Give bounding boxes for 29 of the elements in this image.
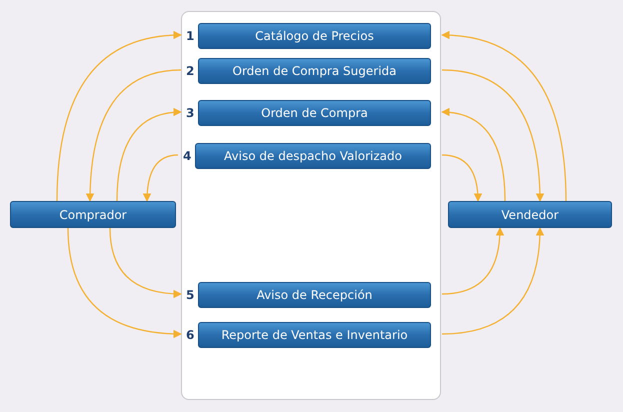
box-label: Vendedor bbox=[501, 208, 559, 222]
arrow bbox=[441, 31, 567, 202]
box-label: Comprador bbox=[59, 208, 127, 222]
box-label: Aviso de despacho Valorizado bbox=[224, 149, 402, 163]
step-number: 5 bbox=[186, 288, 194, 302]
box-label: Orden de Compra bbox=[261, 106, 368, 120]
arrow bbox=[442, 227, 544, 335]
box-label: Aviso de Recepción bbox=[256, 288, 372, 302]
arrow bbox=[116, 108, 182, 202]
step-number: 3 bbox=[186, 106, 194, 120]
arrow bbox=[56, 31, 182, 202]
arrow bbox=[442, 227, 504, 295]
box-label: Reporte de Ventas e Inventario bbox=[221, 328, 408, 342]
panel-background bbox=[181, 11, 441, 400]
process-box bbox=[448, 201, 612, 228]
arrow bbox=[442, 69, 544, 202]
step-number: 4 bbox=[183, 149, 192, 163]
arrow bbox=[86, 69, 182, 202]
arrow bbox=[67, 228, 182, 338]
process-box bbox=[10, 201, 176, 228]
step-number: 2 bbox=[186, 64, 194, 78]
step-number: 1 bbox=[186, 29, 194, 43]
arrow bbox=[143, 154, 178, 202]
box-label: Orden de Compra Sugerida bbox=[232, 64, 396, 78]
arrow bbox=[109, 228, 182, 298]
arrow bbox=[442, 154, 482, 202]
arrow bbox=[441, 108, 506, 202]
step-number: 6 bbox=[186, 328, 194, 342]
box-label: Catálogo de Precios bbox=[255, 29, 374, 43]
